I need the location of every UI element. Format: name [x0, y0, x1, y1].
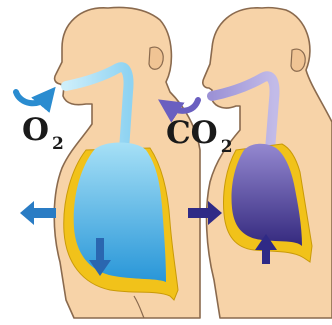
carbon-dioxide-label: CO2	[166, 115, 233, 151]
exhalation-ear	[291, 49, 305, 71]
oxygen-subscript: 2	[52, 134, 64, 154]
inhalation-figure	[54, 8, 200, 319]
inhalation-lung	[74, 143, 166, 283]
inhalation-ear	[149, 47, 163, 69]
chest-out-arrow-icon	[20, 201, 56, 225]
oxygen-symbol: O	[22, 112, 49, 148]
oxygen-label: O2	[22, 112, 64, 148]
carbon-dioxide-symbol: CO	[166, 115, 218, 151]
exhalation-figure	[203, 8, 332, 318]
carbon-dioxide-subscript: 2	[221, 137, 233, 157]
inhale-air-swirl-icon	[16, 92, 48, 103]
